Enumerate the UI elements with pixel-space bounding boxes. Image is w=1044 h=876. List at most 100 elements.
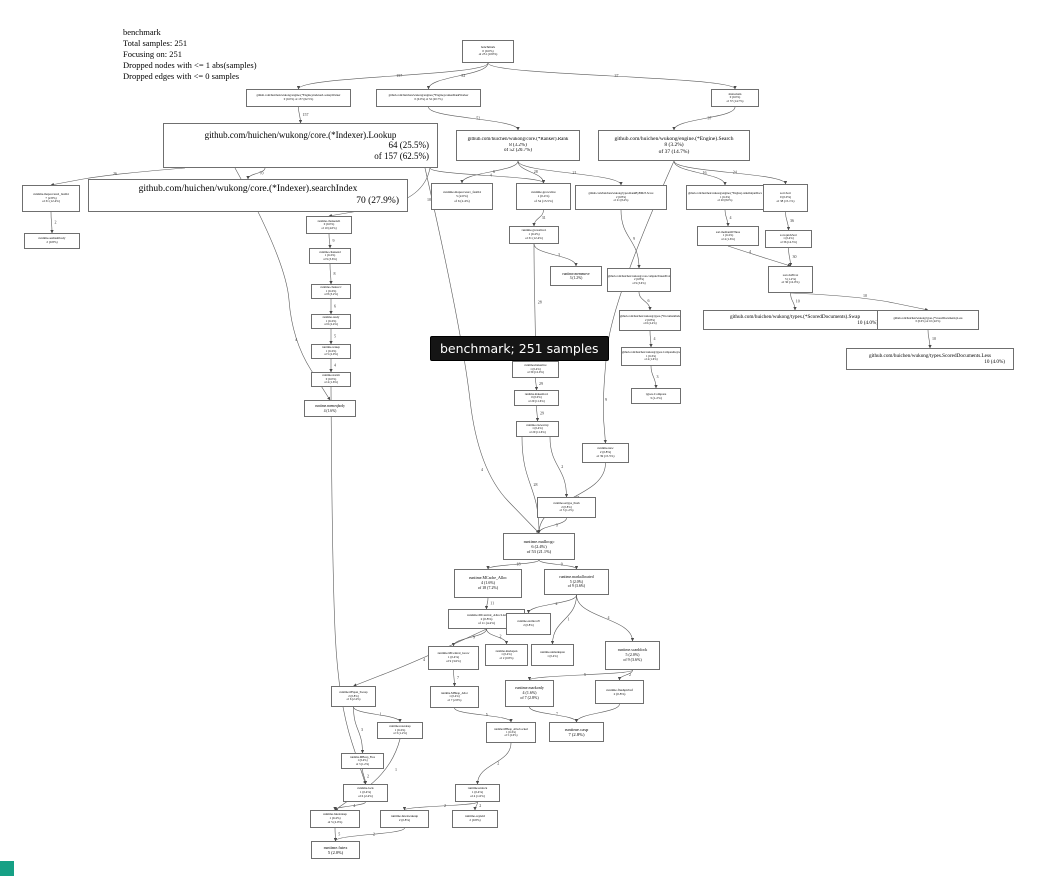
graph-node[interactable]: github.com/huichen/wukong/types.(*Docume… [619,310,681,331]
node-label-line: 1 (0.4%) [357,759,368,763]
node-label-line: main.main [728,92,742,96]
graph-node[interactable]: github.com/huichen/wukong/core.(*Indexer… [163,123,438,168]
graph-node[interactable]: github.com/huichen/wukong/types.(*Scored… [877,310,979,330]
graph-edge [353,706,402,723]
node-label-line: of 5 (2.0%) [324,353,338,357]
node-label-line: 1 (0.4%) [449,695,460,699]
node-label-line: of 6 (2.4%) [324,323,338,327]
node-label-line: 7 (2.8%) [568,732,585,737]
node-label-line: of 53 (21.1%) [526,549,552,555]
node-label-line: of 9 (3.6%) [632,281,646,285]
node-label-line: 4 (1.6%) [481,581,495,586]
node-label-line: 1 (0.4%) [447,656,460,660]
graph-edge [672,106,736,131]
edge-label: 3 [657,374,659,379]
node-label-line: github.com/huichen/wukong/types.(*Scored… [729,313,861,320]
edge-label: 28 [534,169,538,174]
graph-node[interactable]: github.com/huichen/wukong/engine.(*Engin… [246,89,351,107]
edge-label: 10 [932,336,936,341]
node-label-line: 5 (2.0%) [327,850,344,855]
edge-label: 1 [568,617,570,622]
graph-node[interactable]: github.com/huichen/wukong/engine.(*Engin… [598,130,750,161]
graph-edge [638,291,652,311]
graph-node[interactable]: github.com/huichen/wukong/core.(*Indexer… [88,179,408,212]
node-label-line: of 31 (12.4%) [42,200,60,204]
graph-node[interactable]: github.com/huichen/wukong/core.(*Ranker)… [456,130,580,161]
graph-edge [454,707,513,723]
graph-edge [517,160,623,186]
node-label-line: 5 (2.0%) [569,579,584,584]
graph-node[interactable]: github.com/huichen/wukong/engine.(*Engin… [686,185,764,210]
node-label-line: github.com/huichen/wukong/core.(*Indexer… [138,184,358,195]
node-label-line: sort.Sort [780,192,791,196]
node-label-line: 2 (0.8%) [348,694,359,698]
graph-edge [535,405,540,422]
edge-label: 9 [633,236,635,241]
profile-info-line: Focusing on: 251 [123,49,183,60]
graph-edge [650,365,658,389]
graph-node[interactable]: github.com/huichen/wukong/engine.(*Engin… [376,89,481,107]
graph-edge [532,209,544,227]
graph-node[interactable]: github.com/huichen/wukong/types.CompareK… [621,347,681,366]
edge-label: 28 [538,300,542,305]
graph-node[interactable]: github.com/huichen/wukong/types.(*Scored… [703,310,887,330]
graph-node[interactable]: github.com/huichen/wukong/types.ScoredDo… [846,348,1014,370]
graph-node[interactable]: github.com/huichen/wukong/core.computeTo… [607,268,671,292]
node-label-line: 1 (0.4%) [501,653,512,657]
graph-node[interactable]: github.com/huichen/wukong/types.RankByBM… [575,185,667,210]
edge-label: 3 [556,523,558,528]
node-label-line: 3 (1.2%) [784,277,797,281]
node-label-line: github.com/huichen/wukong/types.ScoredDo… [868,352,992,359]
node-label-line: 0 (0.0%) [323,223,335,227]
graph-edge [296,62,489,90]
